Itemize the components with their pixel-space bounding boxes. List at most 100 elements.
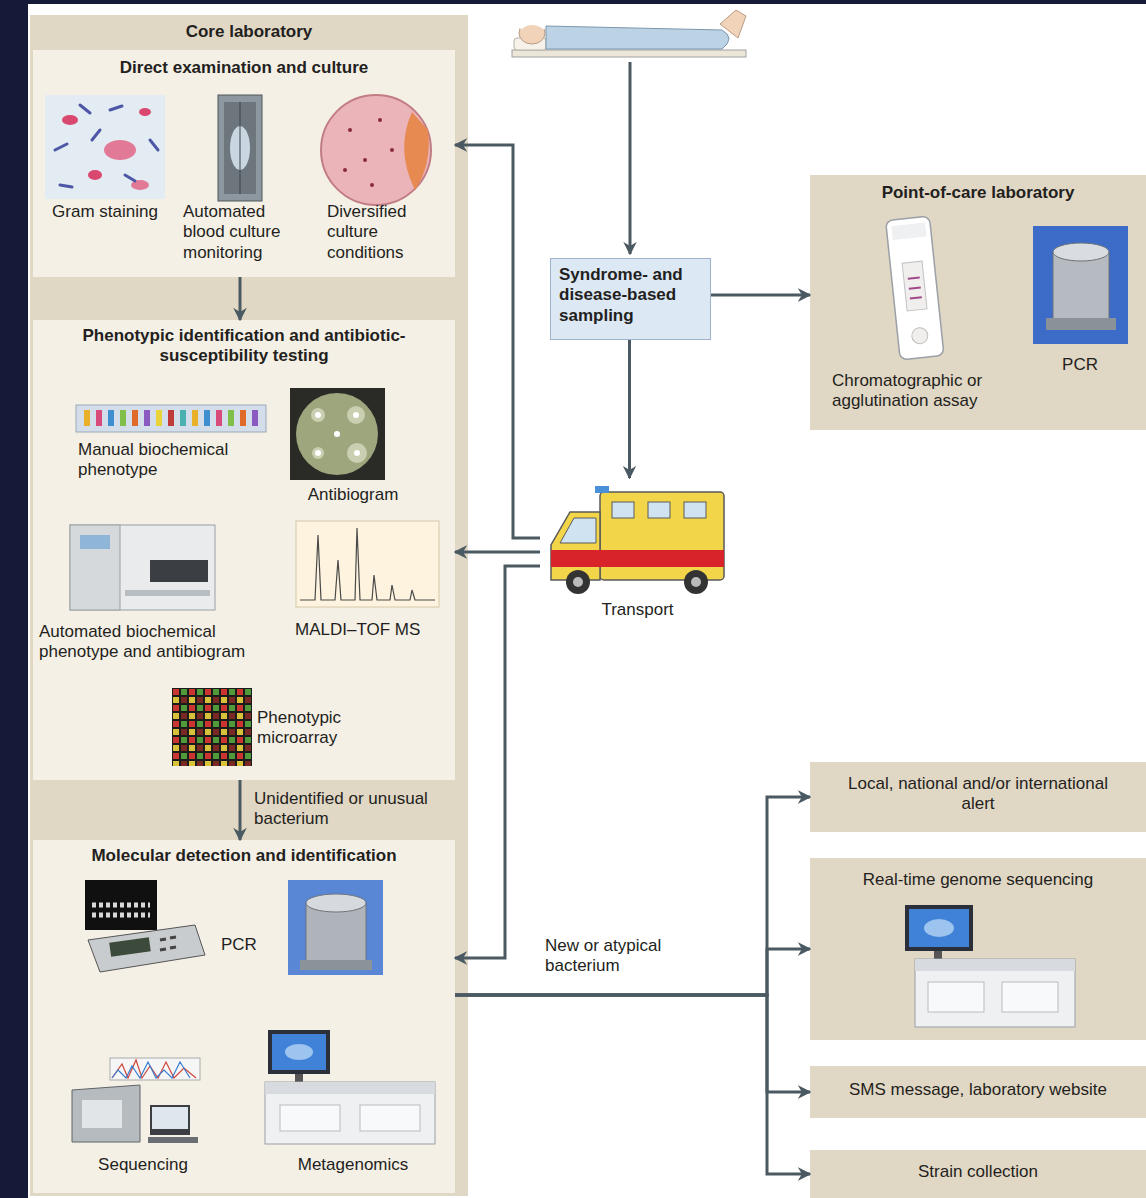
flow-arrow — [455, 797, 810, 995]
biochemical-strip — [228, 410, 234, 426]
ambulance — [551, 486, 724, 594]
blood-culture-machine — [230, 126, 250, 170]
item-label: Sequencing — [73, 1155, 213, 1175]
text-holder: Manual biochemical phenotype — [78, 440, 268, 481]
text-holder: SMS message, laboratory website — [810, 1080, 1146, 1100]
antibiogram-plate — [347, 443, 367, 463]
automated-analyser — [80, 535, 110, 549]
patient-figure — [519, 22, 545, 44]
phenotypic-microarray — [172, 688, 252, 766]
antibiogram-plate — [315, 450, 321, 456]
ambulance — [684, 502, 706, 518]
genome-sequencer — [915, 959, 1075, 1027]
antibiogram-plate — [353, 412, 359, 418]
item-label: PCR — [221, 935, 271, 955]
sequencer — [72, 1085, 140, 1142]
flow-arrow — [239, 780, 242, 840]
ambulance — [573, 577, 583, 587]
text-holder: Sequencing — [73, 1155, 213, 1175]
antibiogram-plate — [347, 406, 365, 424]
lateral-flow-cassette — [902, 261, 927, 311]
automated-analyser — [70, 525, 215, 610]
panel-heading: Direct examination and culture — [33, 58, 455, 78]
blood-culture-machine — [218, 95, 262, 201]
gram-stain-image — [104, 140, 136, 160]
item-label: Metagenomics — [273, 1155, 433, 1175]
mass-spectrum — [300, 528, 435, 600]
antibiogram-plate — [354, 450, 360, 456]
process-box: SMS message, laboratory website — [810, 1066, 1146, 1118]
petri-dish — [343, 168, 347, 172]
genome-sequencer — [905, 905, 973, 951]
antibiogram-plate — [296, 393, 378, 475]
process-box: Local, national and/or international ale… — [810, 762, 1146, 832]
item-label: PCR — [1035, 355, 1125, 375]
genome-sequencer — [928, 982, 984, 1012]
text-holder: MALDI–TOF MS — [295, 620, 445, 640]
metagenomics-sequencer — [280, 1105, 340, 1131]
biochemical-strip — [216, 410, 222, 426]
biochemical-strip — [84, 410, 90, 426]
biochemical-strip — [192, 410, 198, 426]
process-box: Real-time genome sequencing — [810, 858, 1146, 1040]
genome-sequencer — [915, 959, 1075, 971]
pcr-thermocycler — [85, 880, 157, 930]
blood-culture-machine — [224, 102, 256, 194]
text-holder: PCR — [221, 935, 271, 955]
process-box: Point-of-care laboratoryChromatographic … — [810, 175, 1146, 430]
lateral-flow-cassette — [886, 216, 944, 360]
petri-dish — [348, 128, 352, 132]
metagenomics-sequencer — [272, 1034, 326, 1070]
panel-heading: Point-of-care laboratory — [810, 183, 1146, 203]
flow-arrow — [629, 62, 632, 254]
flow-arrow — [455, 145, 540, 538]
biochemical-strip — [204, 410, 210, 426]
sequencer — [112, 1060, 196, 1078]
automated-analyser — [150, 560, 208, 582]
genome-sequencer — [909, 909, 969, 947]
edge-label: Unidentified or unusual bacterium — [254, 789, 429, 830]
sequencer — [152, 1107, 188, 1129]
item-label: Chromatographic or agglutination assay — [832, 371, 1032, 412]
biochemical-strip — [76, 405, 266, 432]
gram-stain-image — [131, 180, 149, 190]
text-holder: Phenotypic identification and antibiotic… — [74, 326, 414, 367]
text-holder: Point-of-care laboratory — [810, 183, 1146, 203]
text-holder: Gram staining — [35, 202, 175, 222]
petri-dish — [321, 95, 431, 205]
antibiogram-plate — [290, 388, 385, 480]
patient-figure — [720, 10, 746, 38]
ambulance — [566, 570, 590, 594]
panel-heading: Molecular detection and identification — [33, 846, 455, 866]
process-box: Phenotypic identification and antibiotic… — [33, 320, 455, 780]
text-holder: Diversified culture conditions — [327, 202, 445, 263]
item-label: Local, national and/or international ale… — [848, 774, 1108, 815]
automated-analyser — [125, 590, 210, 596]
text-holder: Automated biochemical phenotype and anti… — [39, 622, 294, 663]
item-label: Phenotypic microarray — [257, 708, 377, 749]
ambulance — [612, 502, 634, 518]
item-label: Strain collection — [810, 1162, 1146, 1182]
ambulance — [560, 518, 596, 543]
ambulance — [684, 570, 708, 594]
text-holder: Direct examination and culture — [33, 58, 455, 78]
sequencer — [148, 1137, 198, 1143]
petri-dish — [404, 112, 429, 190]
text-holder: Automated blood culture monitoring — [183, 202, 305, 263]
biochemical-strip — [156, 410, 162, 426]
sequencer — [82, 1100, 122, 1128]
pcr-instrument — [306, 894, 366, 912]
mass-spectrum — [296, 521, 439, 607]
biochemical-strip — [168, 410, 174, 426]
pcr-instrument — [1053, 243, 1109, 261]
pcr-thermocycler — [92, 905, 150, 915]
biochemical-strip — [76, 405, 266, 432]
petri-dish — [321, 95, 431, 205]
sequencer — [112, 1062, 190, 1078]
flow-arrow — [711, 294, 810, 297]
ambulance — [648, 502, 670, 518]
ambulance — [595, 486, 609, 493]
biochemical-strip — [108, 410, 114, 426]
